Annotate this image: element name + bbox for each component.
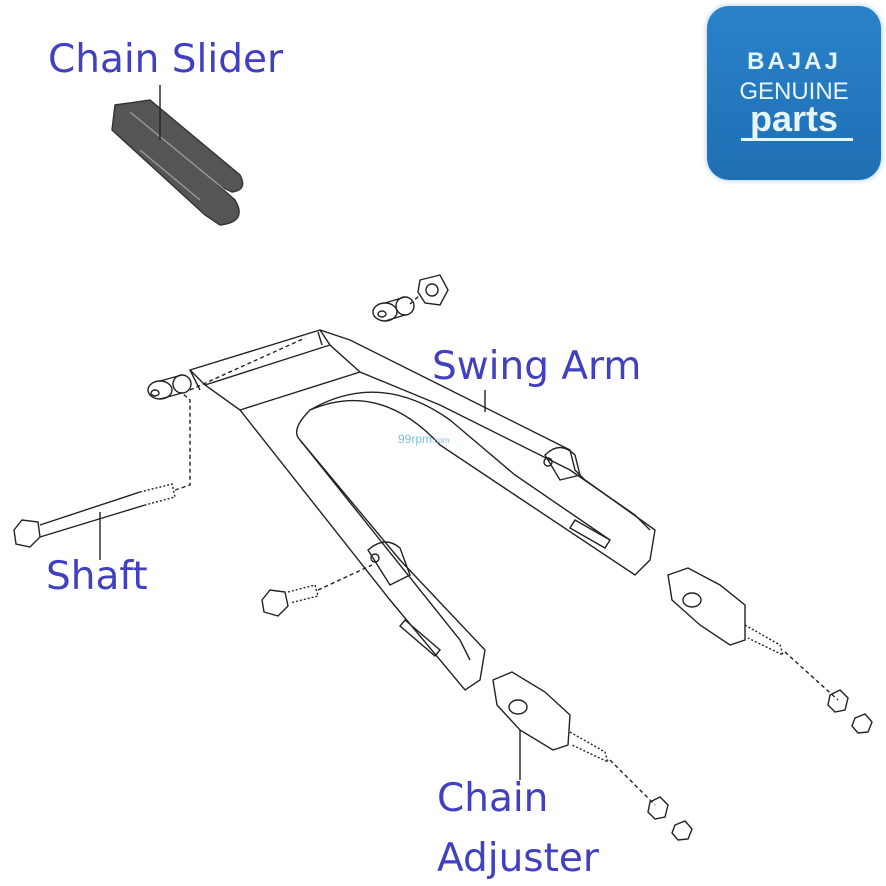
label-shaft: Shaft [46, 554, 148, 599]
label-chain-adjuster-line2: Adjuster [437, 836, 599, 881]
watermark: 99rpm.com [398, 432, 449, 446]
shaft-part [13, 392, 191, 560]
label-swing-arm: Swing Arm [432, 344, 642, 389]
watermark-text: 99rpm [398, 432, 433, 446]
label-chain-adjuster-line1: Chain [437, 776, 549, 821]
bushings [147, 274, 449, 400]
logo-underline [741, 138, 853, 141]
logo-parts: parts [749, 98, 839, 139]
chain-adjuster-right [667, 567, 873, 734]
label-chain-slider: Chain Slider [48, 37, 284, 82]
mounting-bolt [261, 564, 373, 617]
logo-brand: BAJAJ [747, 48, 841, 75]
swing-arm-part [188, 329, 656, 691]
chain-slider-part [111, 85, 244, 226]
chain-adjuster-left [492, 671, 693, 841]
logo-genuine: GENUINE [739, 78, 849, 105]
watermark-suffix: .com [432, 436, 450, 445]
bajaj-genuine-parts-logo: BAJAJ GENUINE parts [707, 6, 881, 180]
